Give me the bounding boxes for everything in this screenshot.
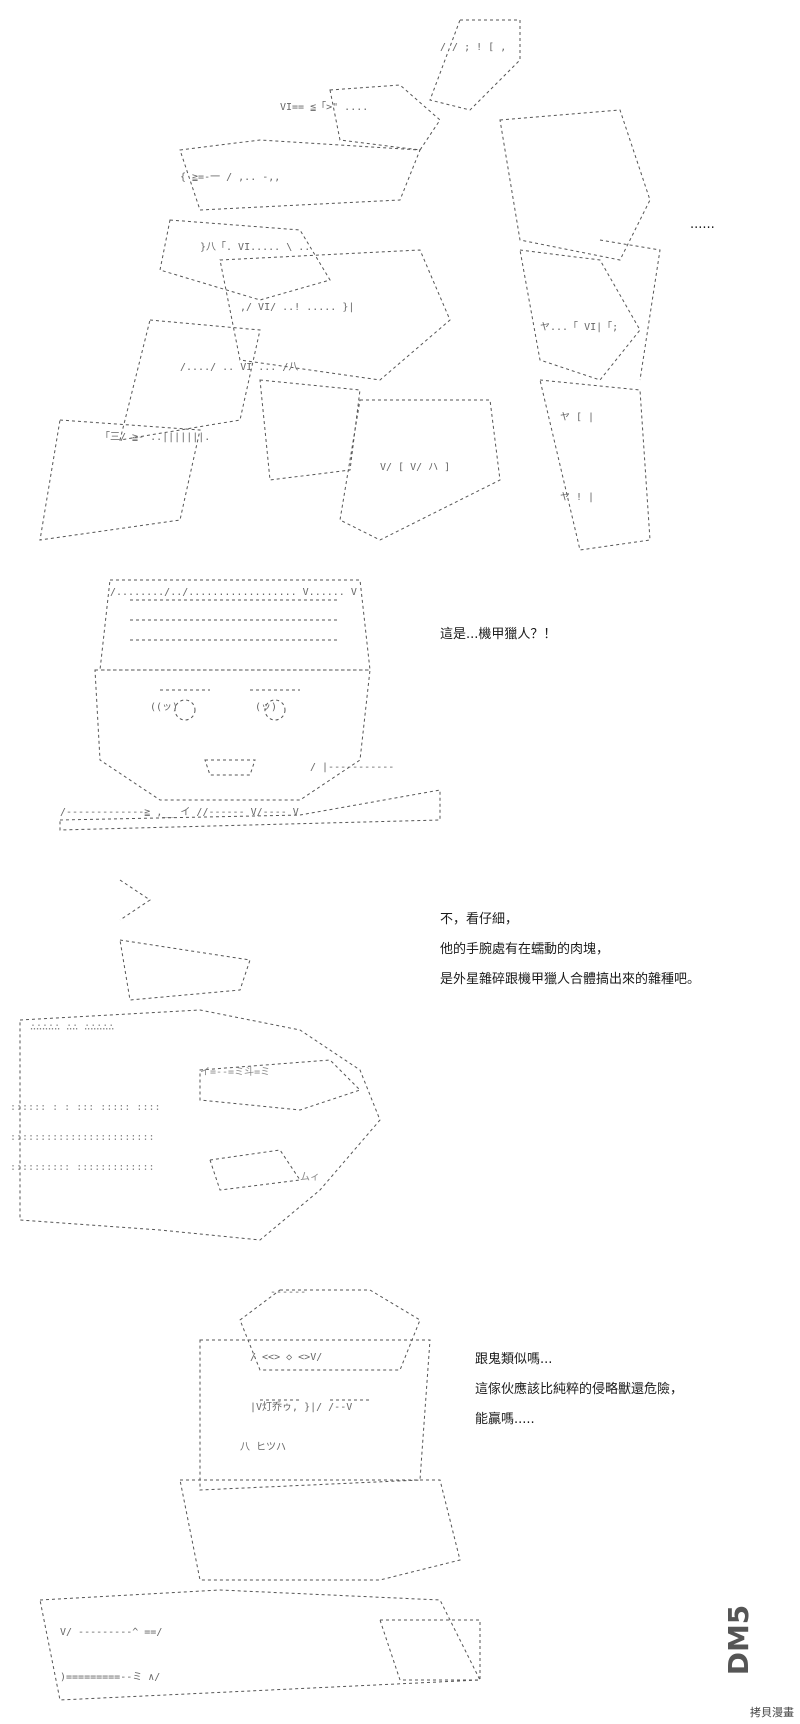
svg-text:,/ VI/ ..! ..... }|: ,/ VI/ ..! ..... }| bbox=[240, 302, 354, 313]
panel-1: / / ; ! [ , VI== ≦「>" .... { ≧=-一 / ,.. … bbox=[0, 0, 800, 560]
svg-text:------: ------ bbox=[270, 1287, 306, 1298]
svg-text:/-------------≧ ,__ イ //------: /-------------≧ ,__ イ //------ V/---- V bbox=[60, 807, 299, 818]
caption-line: 他的手腕處有在蠕動的肉塊， bbox=[440, 942, 610, 957]
svg-text:|V灯乔ゥ, }|/ /--V: |V灯乔ゥ, }|/ /--V bbox=[250, 1401, 352, 1413]
svg-text:}八「. VI..... \ ..: }八「. VI..... \ .. bbox=[200, 241, 310, 253]
svg-text:ヤ...「 VI|「;: ヤ...「 VI|「; bbox=[540, 321, 618, 333]
svg-text:/ / ; ! [ ,: / / ; ! [ , bbox=[440, 42, 506, 53]
caption-line: 跟鬼類似嗎... bbox=[475, 1352, 553, 1367]
svg-text::::::: : : ::: ::::: ::::: :::::: : : ::: ::::: :::: bbox=[10, 1102, 161, 1113]
svg-text:八 ヒツハ: 八 ヒツハ bbox=[240, 1441, 286, 1453]
ascii-art-creature: ∴∴∴∴∴ ∴∴ ∴∴∴∴∴ :::::: : : ::: ::::: ::::… bbox=[10, 879, 381, 1241]
panel-2-caption: 這是...機甲獵人？！ bbox=[440, 627, 557, 642]
caption-line: 這傢伙應該比純粹的侵略獸還危險， bbox=[475, 1382, 684, 1397]
panel-3: ∴∴∴∴∴ ∴∴ ∴∴∴∴∴ :::::: : : ::: ::::: ::::… bbox=[0, 860, 800, 1260]
svg-text:::::::::::::::::::::::::: :::::::::::::::::::::::: bbox=[10, 1132, 155, 1143]
ascii-art-boy-face: /......../../.................. V...... … bbox=[59, 579, 441, 831]
panel-4-caption: 跟鬼類似嗎... 這傢伙應該比純粹的侵略獸還危險， 能贏嗎..... bbox=[475, 1345, 683, 1435]
svg-text:ムィ: ムィ bbox=[300, 1171, 320, 1183]
ascii-art-character: ------ / <<> ◇ <>V/ |V灯乔ゥ, }|/ /--V 八 ヒツ… bbox=[39, 1287, 481, 1701]
svg-text:/..../ .. VI ... /八: /..../ .. VI ... /八 bbox=[180, 362, 298, 373]
svg-text:{ ≧=-一 / ,.. -,,: { ≧=-一 / ,.. -,, bbox=[180, 172, 280, 183]
ascii-art-mecha: / / ; ! [ , VI== ≦「>" .... { ≧=-一 / ,.. … bbox=[39, 19, 661, 551]
svg-text:ヤ [ |: ヤ [ | bbox=[560, 412, 594, 423]
panel-3-caption: 不，看仔細， 他的手腕處有在蠕動的肉塊， 是外星雜碎跟機甲獵人合體搞出來的雜種吧… bbox=[440, 905, 700, 995]
panel-2: /......../../.................. V...... … bbox=[0, 560, 800, 860]
svg-text:DM5: DM5 bbox=[722, 1605, 755, 1676]
svg-text:/......../../.................: /......../../.................. V...... … bbox=[110, 587, 357, 598]
svg-text:(ッ): (ッ) bbox=[255, 702, 277, 713]
site-watermark: 拷貝漫畫 bbox=[750, 1706, 794, 1719]
svg-text:ヤ ! |: ヤ ! | bbox=[560, 492, 594, 503]
svg-text::::::::::: :::::::::::::: :::::::::: ::::::::::::: bbox=[10, 1162, 155, 1173]
svg-text:V/ [ V/ ハ ]: V/ [ V/ ハ ] bbox=[380, 462, 450, 473]
svg-text:V/ ---------^ ==/: V/ ---------^ ==/ bbox=[60, 1627, 162, 1638]
svg-text:((ッ): ((ッ) bbox=[150, 702, 178, 713]
panel-4: ------ / <<> ◇ <>V/ |V灯乔ゥ, }|/ /--V 八 ヒツ… bbox=[0, 1260, 800, 1724]
svg-text:イ=--=ミ斗=ミ: イ=--=ミ斗=ミ bbox=[200, 1066, 270, 1078]
svg-text:VI== ≦「>" ....: VI== ≦「>" .... bbox=[280, 101, 368, 113]
svg-text:∴∴∴∴∴ ∴∴ ∴∴∴∴∴: ∴∴∴∴∴ ∴∴ ∴∴∴∴∴ bbox=[30, 1022, 114, 1033]
svg-text:/ |-----------: / |----------- bbox=[310, 762, 394, 773]
svg-text:)=========--ミ ∧/: )=========--ミ ∧/ bbox=[60, 1672, 160, 1683]
svg-text:「三/ ≧- ..|||||||.: 「三/ ≧- ..|||||||. bbox=[100, 431, 210, 443]
caption-line: 是外星雜碎跟機甲獵人合體搞出來的雜種吧。 bbox=[440, 972, 701, 987]
svg-text:/ <<> ◇ <>V/: / <<> ◇ <>V/ bbox=[250, 1352, 322, 1363]
caption-line: 能贏嗎..... bbox=[475, 1412, 535, 1427]
caption-line: 不，看仔細， bbox=[440, 912, 519, 927]
panel-1-caption: ...... bbox=[690, 217, 715, 232]
dm5-logo: DM5 bbox=[722, 1605, 755, 1676]
